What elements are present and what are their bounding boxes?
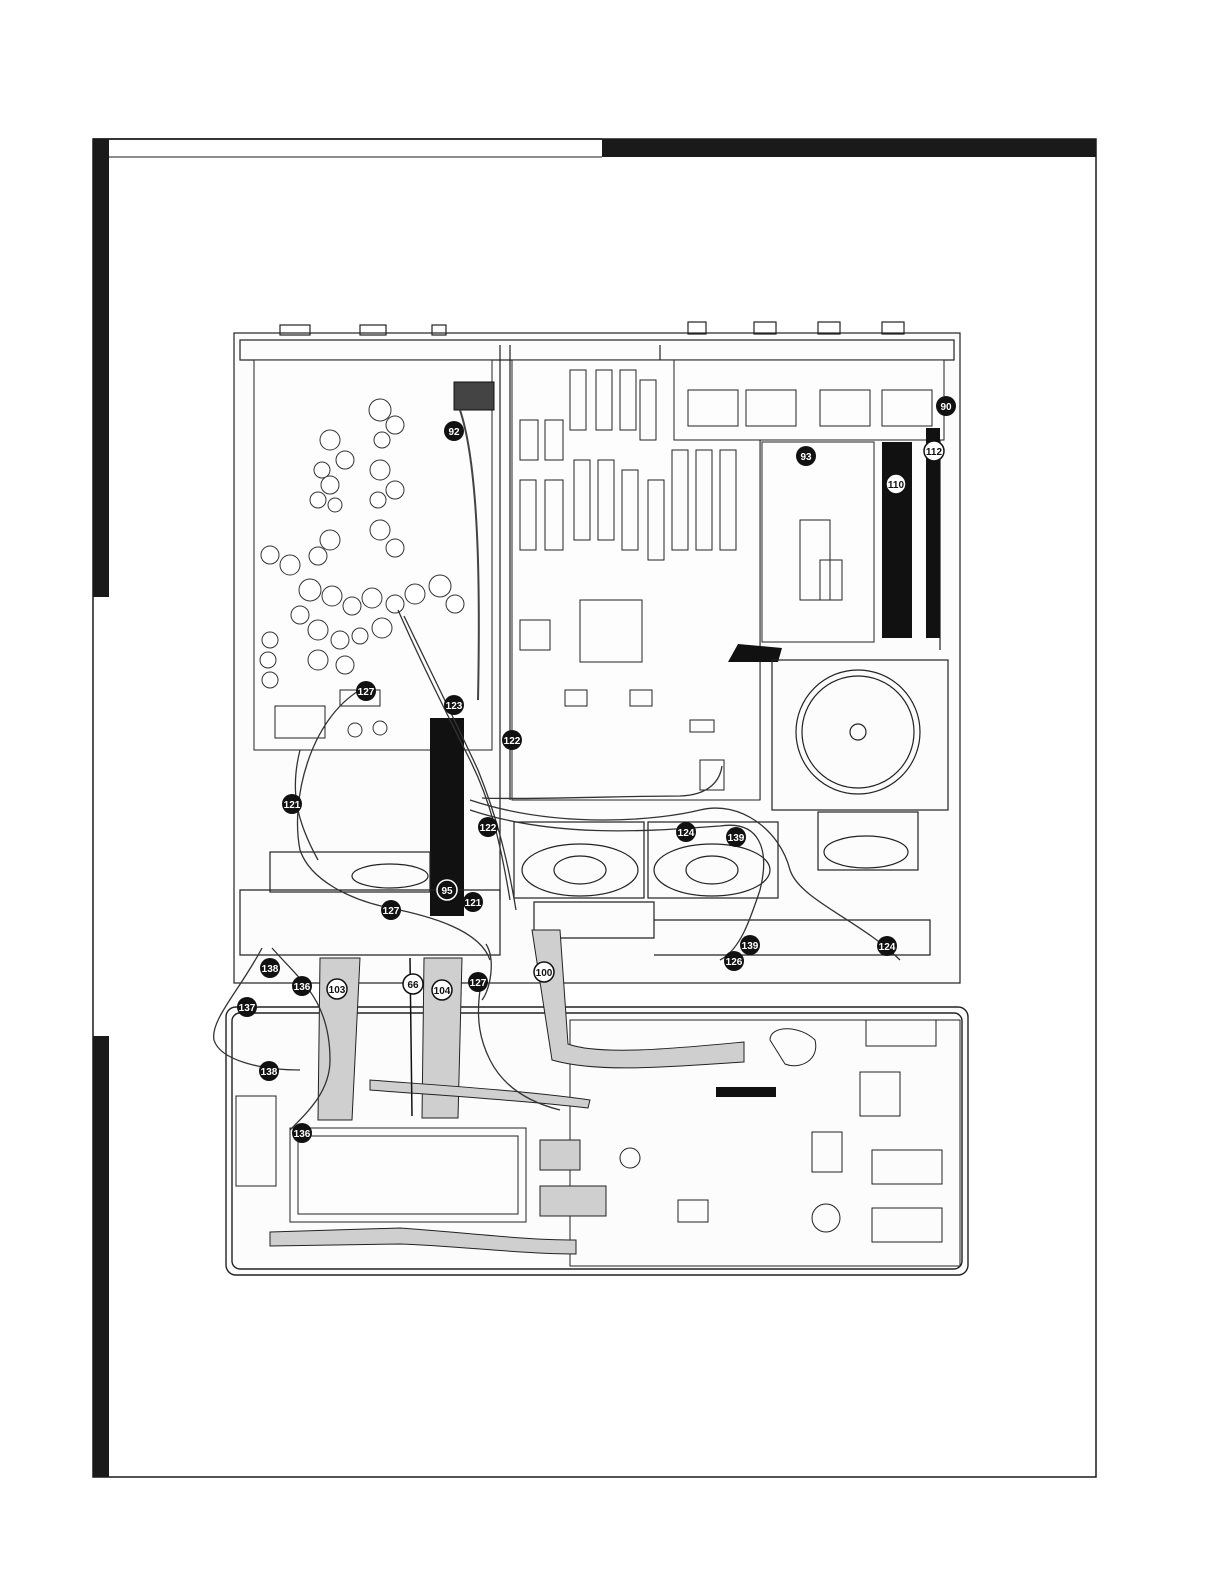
io-board <box>762 442 874 642</box>
svg-text:139: 139 <box>728 833 745 844</box>
svg-text:122: 122 <box>480 823 497 834</box>
callout-138-b: 138 <box>259 1061 279 1081</box>
svg-text:138: 138 <box>262 964 279 975</box>
svg-text:127: 127 <box>383 906 400 917</box>
callout-136-a: 136 <box>292 976 312 996</box>
svg-text:123: 123 <box>446 701 463 712</box>
callout-139-a: 139 <box>726 827 746 847</box>
callout-139-b: 139 <box>740 935 760 955</box>
callout-90: 90 <box>936 396 956 416</box>
svg-text:137: 137 <box>239 1003 256 1014</box>
svg-text:100: 100 <box>536 968 553 979</box>
svg-text:138: 138 <box>261 1067 278 1078</box>
ribbon-cable-dark-front <box>716 1087 776 1097</box>
callout-137: 137 <box>237 997 257 1017</box>
svg-text:126: 126 <box>726 957 743 968</box>
ribbon-cable-110[interactable] <box>882 442 912 638</box>
callout-127-c: 127 <box>468 972 488 992</box>
callout-127-b: 127 <box>381 900 401 920</box>
callout-121-a: 121 <box>282 794 302 814</box>
callout-124-b: 124 <box>877 936 897 956</box>
svg-text:136: 136 <box>294 1129 311 1140</box>
svg-text:121: 121 <box>465 898 482 909</box>
rear-connector-board <box>674 360 944 440</box>
svg-text:124: 124 <box>879 942 896 953</box>
svg-text:95: 95 <box>441 886 453 897</box>
svg-text:127: 127 <box>470 978 487 989</box>
callout-95: 95 <box>437 880 457 900</box>
callout-93: 93 <box>796 446 816 466</box>
callout-124-a: 124 <box>676 822 696 842</box>
callout-126: 126 <box>724 951 744 971</box>
svg-text:93: 93 <box>800 452 812 463</box>
callout-66: 66 <box>403 974 423 994</box>
callout-112: 112 <box>924 441 944 461</box>
svg-text:121: 121 <box>284 800 301 811</box>
svg-text:104: 104 <box>434 986 451 997</box>
svg-text:124: 124 <box>678 828 695 839</box>
callout-100: 100 <box>534 962 554 982</box>
svg-text:112: 112 <box>926 447 943 458</box>
callout-110: 110 <box>886 474 906 494</box>
callout-123: 123 <box>444 695 464 715</box>
svg-text:139: 139 <box>742 941 759 952</box>
svg-text:136: 136 <box>294 982 311 993</box>
callout-136-b: 136 <box>292 1123 312 1143</box>
callout-122-b: 122 <box>478 817 498 837</box>
callout-127-a: 127 <box>356 681 376 701</box>
svg-text:122: 122 <box>504 736 521 747</box>
callout-138-a: 138 <box>260 958 280 978</box>
svg-text:92: 92 <box>448 427 460 438</box>
callout-103: 103 <box>327 979 347 999</box>
svg-text:66: 66 <box>407 980 419 991</box>
svg-text:110: 110 <box>888 480 905 491</box>
svg-text:90: 90 <box>940 402 952 413</box>
svg-text:103: 103 <box>329 985 346 996</box>
svg-text:127: 127 <box>358 687 375 698</box>
callout-121-b: 121 <box>463 892 483 912</box>
callout-104: 104 <box>432 980 452 1000</box>
callout-92: 92 <box>444 421 464 441</box>
callout-122-a: 122 <box>502 730 522 750</box>
